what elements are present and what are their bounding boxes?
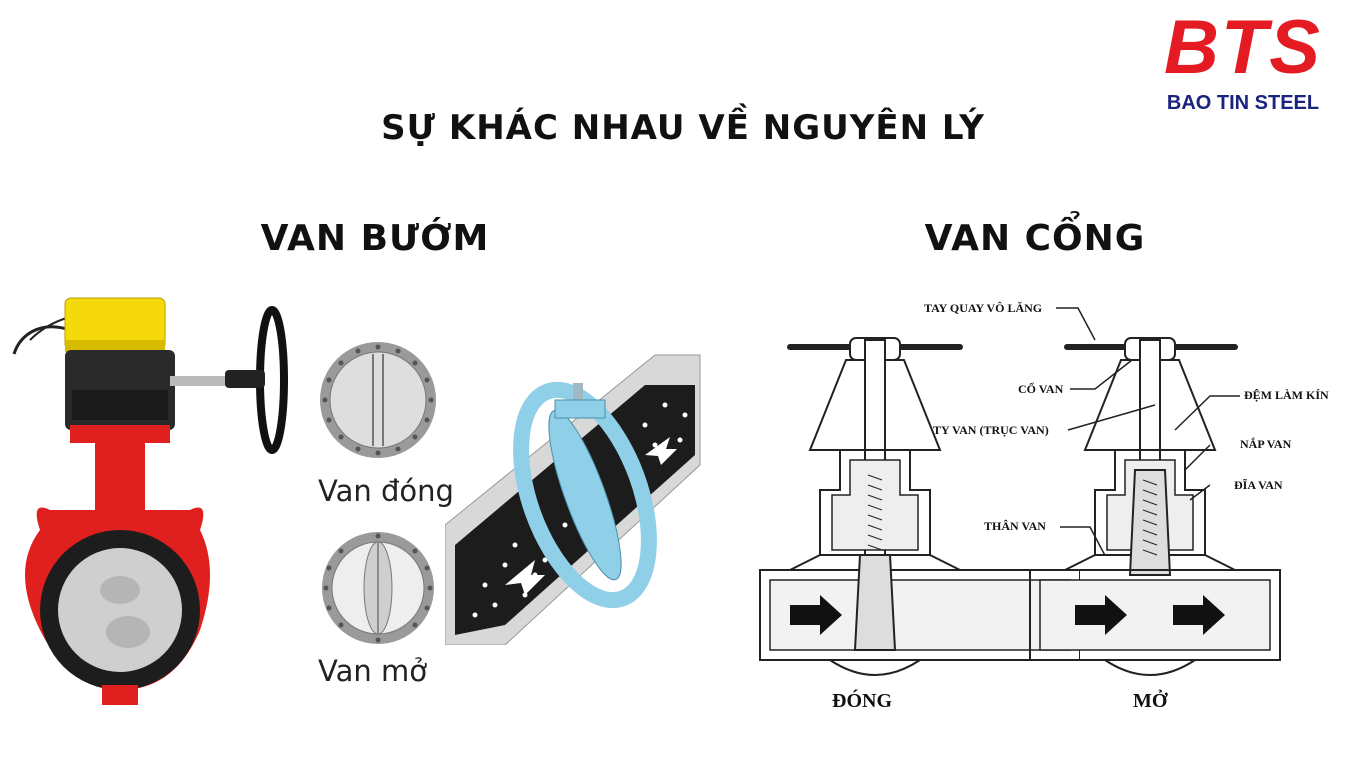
- gate-heading: VAN CỔNG: [924, 218, 1146, 259]
- gate-valve-open-diagram: [1029, 337, 1281, 676]
- label-packing: ĐỆM LÀM KÍN: [1244, 388, 1329, 402]
- label-body: THÂN VAN: [984, 519, 1046, 533]
- label-stem: TY VAN (TRỤC VAN): [933, 423, 1049, 437]
- logo-mark: BTS: [1164, 5, 1322, 90]
- butterfly-heading: VAN BƯỚM: [260, 218, 490, 259]
- pipe-cutaway-illustration: [445, 354, 701, 645]
- label-leader-lines: [1056, 307, 1240, 555]
- label-neck: CỔ VAN: [1018, 382, 1064, 396]
- closed-disc-icon: [320, 342, 436, 458]
- closed-caption: Van đóng: [318, 474, 454, 508]
- open-state-caption: MỞ: [1133, 690, 1168, 712]
- closed-state-caption: ĐÓNG: [832, 690, 892, 712]
- open-caption: Van mở: [318, 654, 427, 688]
- butterfly-valve-illustration: [12, 297, 288, 705]
- page-title: SỰ KHÁC NHAU VỀ NGUYÊN LÝ: [381, 108, 985, 148]
- label-disc: ĐĨA VAN: [1234, 478, 1283, 492]
- logo-name: BAO TIN STEEL: [1166, 92, 1320, 114]
- label-handwheel: TAY QUAY VÔ LĂNG: [924, 301, 1043, 315]
- gate-valve-closed-diagram: [759, 337, 1080, 676]
- open-disc-icon: [322, 532, 434, 644]
- label-bonnet: NẮP VAN: [1240, 437, 1292, 451]
